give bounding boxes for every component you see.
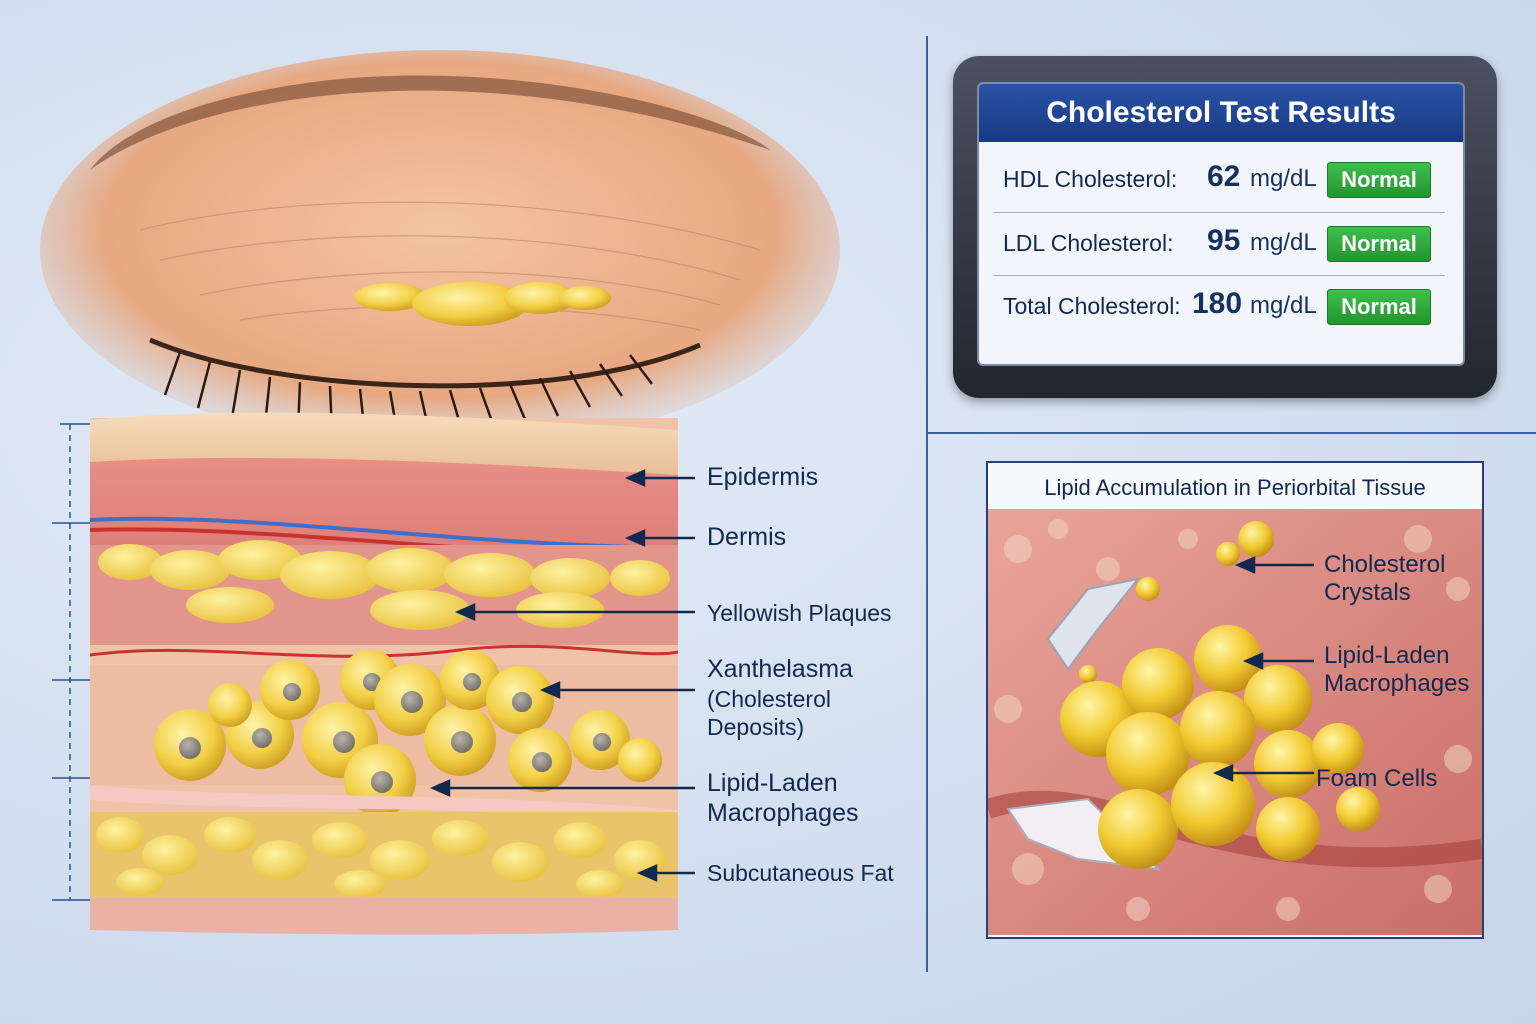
result-unit: mg/dL [1250,292,1317,319]
inset-label-macrophages-1: Lipid-Laden [1324,642,1450,669]
left-arrow-icon [1234,556,1256,574]
eyelashes [163,351,653,438]
eyebrow [90,75,770,170]
vessel-mid [89,644,679,658]
label-macrophages-1: Lipid-Laden [707,769,838,797]
dermis-layer [90,457,678,560]
result-label: HDL Cholesterol: [1003,166,1178,192]
tissue-texture [994,519,1472,921]
skin-cross-section [89,412,679,935]
label-arrows [429,469,695,882]
left-arrow-icon [1242,652,1264,670]
status-badge: Normal [1327,162,1431,198]
results-title: Cholesterol Test Results [979,84,1463,142]
illustration-svg [40,50,840,935]
label-macrophages-2: Macrophages [707,799,859,827]
inset-label-foam-cells: Foam Cells [1316,765,1438,792]
result-unit: mg/dL [1250,165,1317,192]
result-value: 180 [1192,287,1243,320]
row-separator [993,212,1445,213]
subcutaneous-fat-cells [96,817,666,898]
left-arrow-icon [539,681,561,699]
label-yellowish-plaques: Yellowish Plaques [707,600,892,626]
inset-title: Lipid Accumulation in Periorbital Tissue [1044,475,1426,500]
result-value: 62 [1207,160,1241,193]
left-arrow-icon [624,469,646,487]
result-label: Total Cholesterol: [1003,293,1181,319]
left-arrow-icon [429,779,451,797]
vertical-divider [926,36,928,972]
epidermis-layer [90,412,678,475]
left-arrow-icon [1212,764,1234,782]
label-epidermis: Epidermis [707,463,819,491]
left-arrow-icon [624,529,646,547]
inset-label-macrophages-2: Macrophages [1324,670,1470,697]
left-arrow-icon [636,864,658,882]
inset-illustration [988,509,1482,935]
label-xanthelasma-sub1: (Cholesterol [707,686,831,712]
result-label: LDL Cholesterol: [1003,230,1174,256]
eyelid-crease [149,337,701,389]
cholesterol-crystal-icon [1046,577,1141,671]
results-monitor: Cholesterol Test Results HDL Cholesterol… [953,56,1497,398]
status-badge: Normal [1327,226,1431,262]
inset-label-crystals-2: Crystals [1324,579,1411,606]
bottom-layer [90,898,678,935]
result-row-total: Total Cholesterol: 180 mg/dL Normal [979,275,1463,337]
status-badge: Normal [1327,289,1431,325]
result-unit: mg/dL [1250,229,1317,256]
horizontal-divider [928,432,1536,434]
inset-label-arrows [1212,556,1314,782]
eyelid-plaque [354,282,611,326]
label-xanthelasma: Xanthelasma [707,655,853,683]
result-value: 95 [1207,224,1241,257]
result-row-hdl: HDL Cholesterol: 62 mg/dL Normal [979,148,1463,210]
label-xanthelasma-sub2: Deposits) [707,714,805,740]
results-screen: Cholesterol Test Results HDL Cholesterol… [977,82,1465,366]
eyelid-cross-section-illustration [40,50,840,935]
label-dermis: Dermis [707,523,787,551]
row-separator [993,275,1445,276]
yellowish-plaques-layer [98,540,670,630]
lipid-accumulation-inset: Lipid Accumulation in Periorbital Tissue [986,461,1484,939]
left-arrow-icon [454,603,476,621]
foam-cell-cluster [1060,625,1380,869]
label-subcutaneous-fat: Subcutaneous Fat [707,860,894,886]
result-row-ldl: LDL Cholesterol: 95 mg/dL Normal [979,212,1463,274]
eyelid-skin [40,50,840,450]
depth-scale-bar [52,423,100,901]
inset-label-crystals-1: Cholesterol [1324,551,1446,578]
